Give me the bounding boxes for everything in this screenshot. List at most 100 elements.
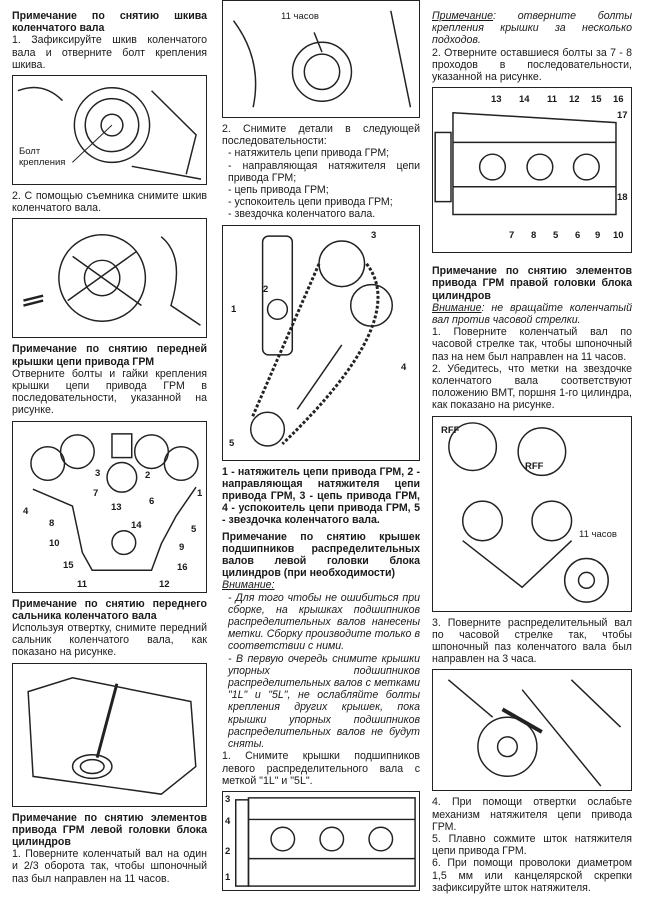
bolt-number: 14 [131,519,142,531]
bolt-number: 16 [177,561,188,573]
list-item: - натяжитель цепи привода ГРМ; [228,147,390,160]
figure-label: 11 часов [281,11,319,22]
figure-caption: 1 - натяжитель цепи привода ГРМ, 2 - нап… [222,466,420,527]
figure-label: 11 часов [579,528,617,540]
bolt-number: 4 [23,505,29,517]
note-label: Примечание [432,10,494,22]
part-number: 1 [225,871,231,883]
list-item: - звездочка коленчатого вала. [228,208,376,221]
bolt-number: 7 [93,487,99,499]
bolt-number: 10 [613,230,624,242]
heading: Примечание по снятию шкива коленчатого в… [12,10,207,35]
step-text-block: 2. С помощью съемника снимите шкив колен… [12,190,207,214]
bolt-number: 11 [547,94,558,106]
figure-label: Болт крепления [19,146,66,169]
heading: Примечание по снятию элементов привода Г… [12,811,207,849]
step-text-block: 3. Поверните распределительный вал по ча… [432,617,632,666]
bolt-number: 18 [617,192,628,204]
figure-pulley-puller [12,218,207,339]
bolt-number: 2 [145,469,151,481]
bolt-number: 12 [159,578,170,590]
bolt-number: 13 [111,501,122,513]
step-text: 1. Снимите крышки подшипников левого рас… [222,750,420,787]
bolt-number: 6 [149,495,155,507]
figure-left-camshaft-caps: 3 4 2 1 [222,790,420,891]
step-text: 2. Снимите детали в следующей последоват… [222,123,420,148]
section-left-cam-caps: Примечание по снятию крышек подшипников … [222,531,420,787]
section-front-cover: Примечание по снятию передней крышки цеп… [12,343,207,416]
body-text: Отверните болты и гайки крепления крышки… [12,367,207,417]
bolt-number: 15 [591,94,602,106]
bolt-number: 14 [519,94,530,106]
section-removal-order: 2. Снимите детали в следующей последоват… [222,123,420,221]
figure-front-seal [12,662,207,807]
caption-text: 1 - натяжитель цепи привода ГРМ, 2 - нап… [222,465,420,527]
step-text: 1. Зафиксируйте шкив коленчатого вала и … [12,34,207,71]
step-text: 5. Плавно сожмите шток натяжителя цепи п… [432,833,632,858]
step-text: 4. При помощи отвертки ослабьте механизм… [432,796,632,833]
heading: Примечание по снятию передней крышки цеп… [12,343,207,368]
step-text: 2. Отверните оставшиеся болты за 7 - 8 п… [432,46,632,84]
bolt-number: 7 [509,230,515,242]
bolt-number: 5 [553,230,559,242]
note-text: : отверните болты крепления крышки за не… [432,10,632,47]
bolt-number: 1 [197,487,203,499]
heading: Примечание по снятию крышек подшипников … [222,530,420,580]
list-item: - направляющая натяжителя цепи привода Г… [228,159,420,184]
section-front-seal: Примечание по снятию переднего сальника … [12,598,207,659]
section-left-head-timing: Примечание по снятию элементов привода Г… [12,812,207,885]
part-number: 5 [229,437,235,449]
figure-timing-chain: 1 2 3 4 5 [222,224,420,461]
step-text: 1. Поверните коленчатый вал по часовой с… [432,326,632,363]
step-text: 1. Поверните коленчатый вал на один и 2/… [12,848,207,885]
figure-crank-11-oclock: 11 часов [222,0,420,118]
heading: Примечание по снятию элементов привода Г… [432,265,632,302]
bolt-number: 9 [179,541,185,553]
bolt-number: 10 [49,537,60,549]
bolt-number: 8 [49,517,55,529]
bolt-number: 17 [617,110,628,122]
step-text: 2. Убедитесь, что метки на звездочке кол… [432,362,632,412]
step-text: 6. При помощи проволоки диаметром 1,5 мм… [432,857,632,894]
part-number: 1 [231,303,237,315]
bolt-number: 11 [77,578,88,590]
rff-mark-label: RFF [525,460,544,472]
part-number: 4 [225,815,231,827]
part-number: 2 [263,283,269,295]
figure-front-cover-bolt-sequence: 1 2 3 4 5 6 7 8 9 10 11 12 13 14 15 16 [12,420,207,593]
list-item: - цепь привода ГРМ; [228,184,329,197]
figure-rff-marks: RFF RFF 11 часов [432,415,632,612]
figure-cam-cover-bolt-sequence: 13 14 11 12 15 16 17 18 7 8 5 6 9 10 [432,87,632,254]
bolt-number: 15 [63,559,74,571]
bolt-number: 16 [613,94,624,106]
attention-text: - Для того чтобы не ошибиться при сборке… [228,591,420,653]
figure-chain-tensioner [432,669,632,792]
attention-label: Внимание: [222,579,275,592]
body-text: Используя отвертку, снимите передний сал… [12,622,207,659]
right-column: Примечание: отверните болты крепления кр… [432,10,632,898]
bolt-number: 13 [491,94,502,106]
step-text: 2. С помощью съемника снимите шкив колен… [12,190,207,215]
bolt-number: 9 [595,230,601,242]
rff-mark-label: RFF [441,424,460,436]
left-column: Примечание по снятию шкива коленчатого в… [12,10,207,889]
attention-label: Внимание [432,301,482,314]
part-number: 4 [401,361,407,373]
bolt-number: 3 [95,467,101,479]
attention-text: - В первую очередь снимите крышки упорны… [228,652,420,751]
section-crank-pulley: Примечание по снятию шкива коленчатого в… [12,10,207,71]
section-right-head-timing: Примечание по снятию элементов привода Г… [432,265,632,411]
middle-column: 11 часов 2. Снимите детали в следующей п… [222,0,420,896]
heading: Примечание по снятию переднего сальника … [12,597,207,622]
bolt-number: 8 [531,230,537,242]
list-item: - успокоитель цепи привода ГРМ; [228,196,393,209]
figure-crank-pulley-bolt: Болт крепления [12,75,207,186]
part-number: 3 [371,229,377,241]
bolt-number: 12 [569,94,580,106]
step-text: 3. Поверните распределительный вал по ча… [432,616,632,666]
part-number: 3 [225,793,231,805]
bolt-number: 6 [575,230,581,242]
part-number: 2 [225,845,231,857]
attention-text: : не вращайте коленчатый вал против часо… [432,301,632,327]
section-tensioner-steps: 4. При помощи отвертки ослабьте механизм… [432,796,632,894]
